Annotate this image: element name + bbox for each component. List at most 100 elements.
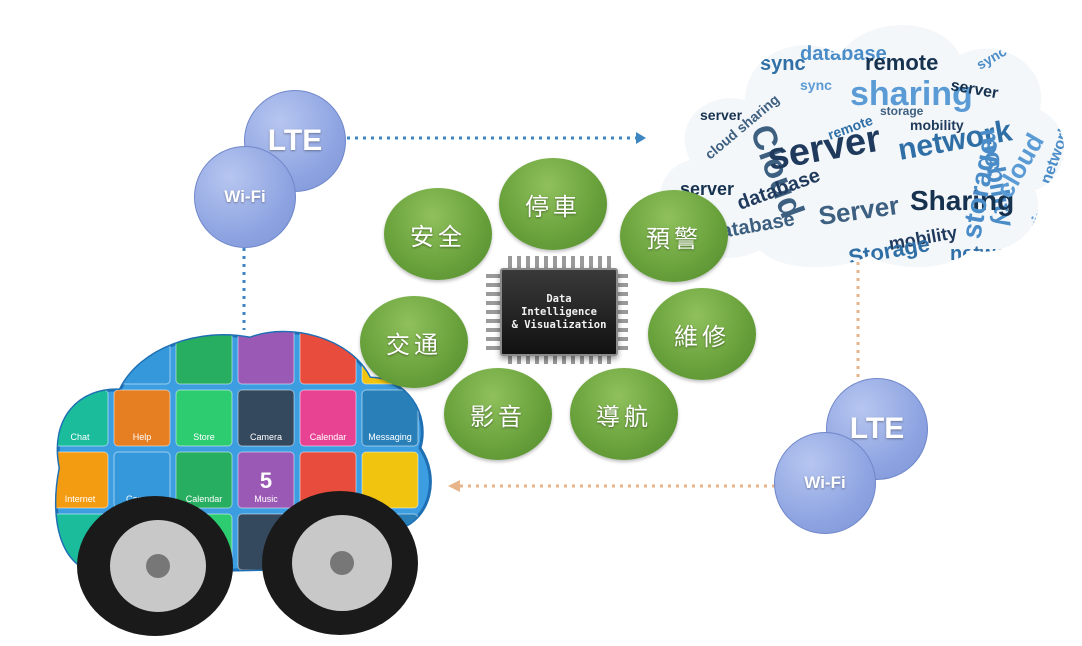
chip-pin xyxy=(486,328,502,332)
chip-pin xyxy=(612,337,628,341)
chip-pin xyxy=(612,292,628,296)
chip-pin xyxy=(486,346,502,350)
calendar-day-label: 5 xyxy=(260,468,272,493)
cloud-word: Sharing xyxy=(910,185,1014,216)
cloud-word: sharing xyxy=(850,75,973,113)
lte-label: LTE xyxy=(849,412,905,445)
cloud-word: sync xyxy=(760,53,806,75)
chip-pin xyxy=(571,350,575,364)
chip-pin xyxy=(612,274,628,278)
app-tile-icon xyxy=(361,389,419,447)
chip-pin xyxy=(486,301,502,305)
app-tile-icon xyxy=(56,332,109,385)
app-tile-icon xyxy=(175,332,233,385)
processor-chip-icon: Data Intelligence & Visualization xyxy=(484,254,630,366)
chip-pin xyxy=(580,350,584,364)
cloud-word: remote xyxy=(865,50,938,75)
app-tile-icon xyxy=(175,389,233,447)
chip-pin xyxy=(517,256,521,270)
chip-pin xyxy=(612,319,628,323)
wifi-circle-bottom: Wi-Fi xyxy=(774,432,876,534)
chip-pin xyxy=(598,256,602,270)
chip-pin xyxy=(612,310,628,314)
chip-pin xyxy=(607,256,611,270)
chip-pin xyxy=(486,283,502,287)
wheel-rear-icon xyxy=(77,496,233,636)
chip-pin xyxy=(544,350,548,364)
chip-line-2: Intelligence xyxy=(521,305,597,318)
service-label: 導航 xyxy=(596,402,652,431)
chip-pin xyxy=(508,350,512,364)
lte-circle-top: LTE xyxy=(244,90,346,192)
app-tile-label: Calendar xyxy=(310,432,347,442)
service-maintenance: 維修 xyxy=(648,288,756,380)
chip-pin xyxy=(526,256,530,270)
chip-pin xyxy=(486,274,502,278)
app-tile-label: Store xyxy=(193,432,215,442)
lte-label: LTE xyxy=(267,124,323,157)
wheel-front-icon xyxy=(262,491,418,635)
app-tile-icon xyxy=(299,389,357,447)
app-tile-label: Chat xyxy=(70,432,90,442)
chip-pins xyxy=(486,256,628,364)
cloud-word: storage xyxy=(880,104,924,118)
service-warning: 預警 xyxy=(620,190,728,282)
chip-pin xyxy=(535,256,539,270)
cloud-word: storage xyxy=(693,10,754,82)
chip-pin xyxy=(517,350,521,364)
cloud-word: sync xyxy=(800,77,832,93)
chip-pin xyxy=(544,256,548,270)
arrowhead-left xyxy=(448,480,460,492)
service-label: 交通 xyxy=(386,330,442,359)
chip-pin xyxy=(508,256,512,270)
app-tile-label: Camera xyxy=(250,432,282,442)
cloud-word: mobility xyxy=(910,117,964,133)
cloud-word: network xyxy=(950,243,1028,265)
chip-pin xyxy=(486,310,502,314)
app-tile-icon xyxy=(299,332,357,385)
service-media: 影音 xyxy=(444,368,552,460)
app-tile-icon xyxy=(237,332,295,385)
app-tile-icon xyxy=(113,332,171,385)
wifi-circle-top: Wi-Fi xyxy=(194,146,296,248)
app-tile-icon xyxy=(237,389,295,447)
app-tile-label: Internet xyxy=(65,494,96,504)
chip-pin xyxy=(486,292,502,296)
chip-pin xyxy=(486,337,502,341)
app-tile-label: Help xyxy=(133,432,152,442)
app-tile-icon xyxy=(56,451,109,509)
chip-pin xyxy=(598,350,602,364)
chip-pin xyxy=(612,283,628,287)
chip-pin xyxy=(553,350,557,364)
service-navigation: 導航 xyxy=(570,368,678,460)
service-safety: 安全 xyxy=(384,188,492,280)
service-traffic: 交通 xyxy=(360,296,468,388)
app-tile-label: Messaging xyxy=(368,432,412,442)
chip-pin xyxy=(562,350,566,364)
chip-pin xyxy=(607,350,611,364)
chip-line-3: & Visualization xyxy=(511,318,607,331)
service-label: 預警 xyxy=(646,224,702,253)
chip-pin xyxy=(535,350,539,364)
chip-line-1: Data xyxy=(546,292,572,305)
chip-pin xyxy=(580,256,584,270)
chip-pin xyxy=(612,346,628,350)
app-tile-icon xyxy=(113,389,171,447)
cloud-word: server xyxy=(700,107,743,123)
app-tile-label: Calendar xyxy=(186,494,223,504)
chip-pin xyxy=(612,301,628,305)
wifi-label: Wi-Fi xyxy=(224,187,266,206)
chip-pin xyxy=(486,319,502,323)
chip-pin xyxy=(589,350,593,364)
app-tile-label: Music xyxy=(254,494,278,504)
chip-pin xyxy=(571,256,575,270)
chip-pin xyxy=(526,350,530,364)
cloud-word: database xyxy=(800,43,887,65)
chip-pin xyxy=(589,256,593,270)
chip-pin xyxy=(562,256,566,270)
